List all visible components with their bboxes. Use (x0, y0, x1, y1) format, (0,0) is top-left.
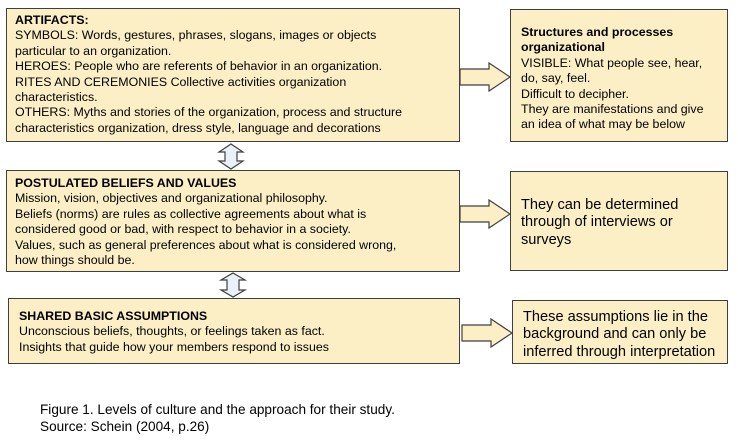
artifacts-line: HEROES: People who are referents of beha… (15, 59, 383, 74)
beliefs-approach-line: surveys (521, 231, 572, 248)
up-down-arrow-icon (218, 272, 248, 298)
artifacts-approach-title: Structures and processes (521, 25, 674, 39)
assumptions-line: Unconscious beliefs, thoughts, or feelin… (19, 324, 325, 339)
beliefs-line: Values, such as general preferences abou… (15, 237, 397, 252)
artifacts-approach-line: do, say, feel. (521, 71, 591, 86)
artifacts-line: particular to an organization. (15, 43, 172, 58)
caption-title: Figure 1. Levels of culture and the appr… (40, 402, 395, 417)
artifacts-title: ARTIFACTS: (15, 13, 89, 27)
artifacts-line: SYMBOLS: Words, gestures, phrases, sloga… (15, 28, 377, 43)
assumptions-approach-line: These assumptions lie in the (523, 309, 708, 325)
artifacts-approach-line: They are manifestations and give (521, 102, 704, 117)
beliefs-line: Mission, vision, objectives and organiza… (15, 191, 328, 206)
artifacts-line: OTHERS: Myths and stories of the organiz… (15, 105, 403, 120)
right-arrow-icon (459, 61, 512, 93)
artifacts-line: RITES AND CEREMONIES Collective activiti… (15, 74, 347, 89)
beliefs-line: Beliefs (norms) are rules as collective … (15, 206, 367, 221)
beliefs-approach-line: through of interviews or (521, 214, 673, 231)
up-down-arrow-icon (217, 143, 245, 170)
assumptions-box: SHARED BASIC ASSUMPTIONS Unconscious bel… (8, 298, 460, 364)
assumptions-approach-box: These assumptions lie in the background … (512, 300, 728, 364)
artifacts-approach-box: Structures and processes organizational … (510, 9, 728, 142)
beliefs-approach-box: They can be determined through of interv… (510, 171, 728, 271)
right-arrow-icon (461, 317, 514, 349)
beliefs-line: considered good or bad, with respect to … (15, 222, 351, 237)
artifacts-box: ARTIFACTS: SYMBOLS: Words, gestures, phr… (6, 8, 460, 142)
artifacts-approach-line: Difficult to decipher. (521, 86, 629, 101)
assumptions-approach-line: background and can only be (523, 326, 707, 343)
artifacts-approach-title: organizational (521, 40, 605, 55)
right-arrow-icon (459, 198, 512, 230)
artifacts-approach-line: VISIBLE: What people see, hear, (521, 55, 703, 70)
assumptions-line: Insights that guide how your members res… (19, 339, 329, 354)
beliefs-box: POSTULATED BELIEFS AND VALUES Mission, v… (6, 170, 460, 272)
beliefs-approach-line: They can be determined (521, 197, 679, 213)
figure-caption: Figure 1. Levels of culture and the appr… (40, 402, 395, 435)
artifacts-approach-line: an idea of what may be below (521, 117, 685, 132)
assumptions-approach-line: inferred through interpretation (523, 343, 716, 360)
beliefs-title: POSTULATED BELIEFS AND VALUES (15, 176, 237, 190)
assumptions-title: SHARED BASIC ASSUMPTIONS (19, 309, 208, 323)
beliefs-line: how things should be. (15, 253, 135, 268)
caption-source: Source: Schein (2004, p.26) (40, 418, 210, 434)
artifacts-line: characteristics organization, dress styl… (15, 120, 381, 135)
artifacts-line: characteristics. (15, 90, 98, 105)
